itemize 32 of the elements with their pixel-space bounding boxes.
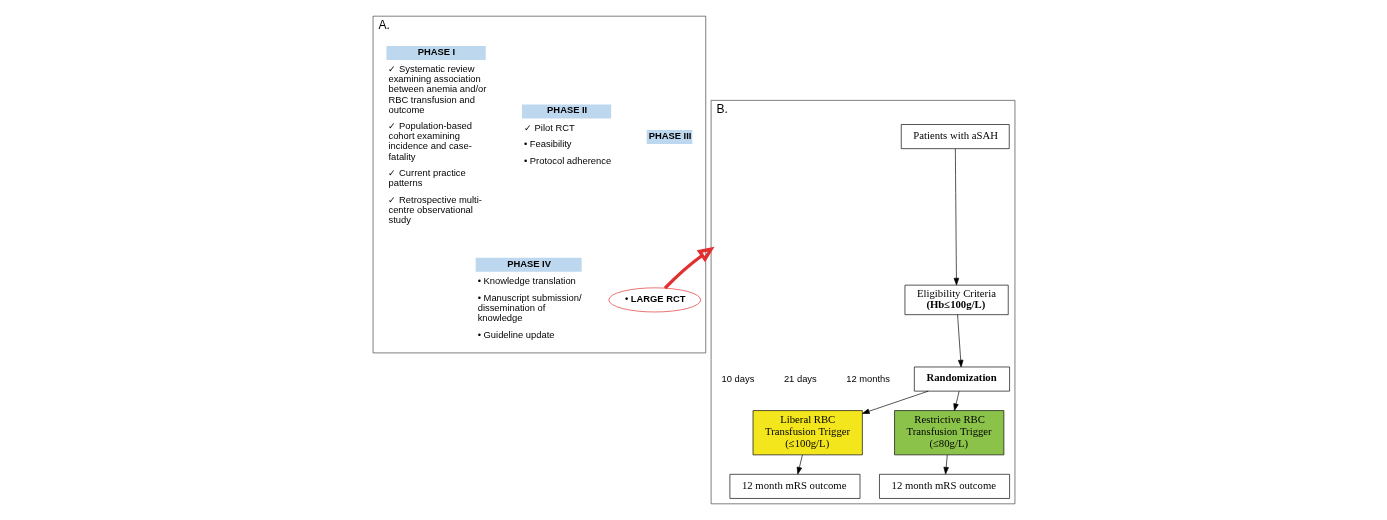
node-box: PHASE IV (475, 257, 582, 272)
node-label: ✓ Population-based cohort examining incidence and case-fatality (387, 120, 472, 162)
arrow (952, 391, 959, 411)
node-label: ✓ Systematic review examining association between anemia and/or RBC transfusion and outcome (387, 63, 486, 115)
node-label: • Feasibility (523, 138, 572, 150)
arrow (956, 314, 963, 368)
node-label: ✓ Pilot RCT (523, 121, 575, 133)
node-box: Eligibility Criteria (Hb≤100g/L) (904, 284, 1009, 315)
node-box: PHASE III (646, 129, 692, 144)
node-label: ✓ Retrospective multi-centre observational study (387, 194, 482, 226)
node-label: • Guideline update (477, 328, 554, 340)
node-label: • Protocol adherence (523, 155, 611, 167)
arrow (796, 454, 803, 475)
node-box: PHASE II (521, 104, 611, 119)
label: 21 days (783, 372, 817, 384)
arrow (663, 246, 715, 290)
node-ellipse: • LARGE RCT (608, 287, 701, 313)
node-box: Randomization (913, 366, 1010, 392)
node-box: PHASE I (385, 46, 486, 61)
node-label: • Manuscript submission/ dissemination of knowledge (477, 291, 582, 323)
node-label: ✓ Current practice patterns (387, 167, 466, 189)
label: 10 days (721, 372, 754, 384)
arrow (943, 454, 949, 475)
label: 12 months (845, 372, 890, 384)
node-box: Restrictive RBC Transfusion Trigger (≤80g/L) (893, 410, 1004, 456)
arrow (953, 148, 959, 286)
node-box: 12 month mRS outcome (878, 473, 1010, 499)
node-box: Liberal RBC Transfusion Trigger (≤100g/L) (752, 410, 863, 456)
node-label: • Knowledge translation (477, 274, 576, 286)
node-box: Patients with aSAH (900, 124, 1010, 149)
node-box: 12 month mRS outcome (729, 473, 860, 499)
arrow (861, 390, 929, 414)
